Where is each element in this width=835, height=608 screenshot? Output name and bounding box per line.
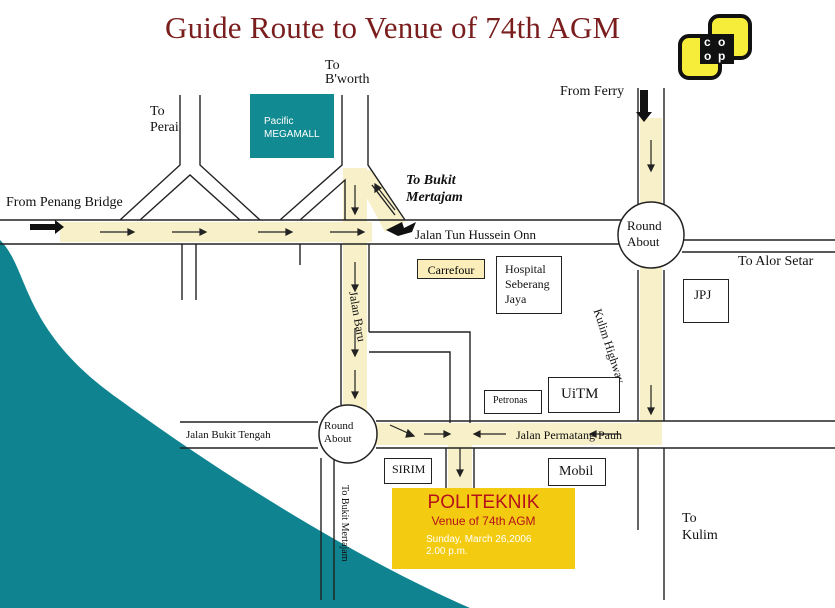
label-to-bukit-mertajam-south: To Bukit Mertajam (339, 485, 350, 562)
label-to-kulim-line2: Kulim (682, 528, 718, 543)
landmark-carrefour: Carrefour (417, 259, 485, 279)
sirim-label: SIRIM (392, 462, 426, 476)
landmark-jpj: JPJ (683, 279, 729, 323)
road-lines (0, 88, 835, 600)
landmark-pacific-megamall: Pacific MEGAMALL (250, 94, 334, 158)
label-roundabout-north-line2: About (627, 234, 660, 249)
label-from-penang-bridge: From Penang Bridge (6, 195, 123, 210)
coop-letter-o1: o (718, 35, 725, 49)
teal-curve-decoration (0, 240, 470, 608)
landmark-hospital: Hospital Seberang Jaya (496, 256, 562, 314)
highlighted-route (60, 118, 662, 488)
label-jalan-bukit-tengah: Jalan Bukit Tengah (186, 429, 271, 441)
coop-letter-o2: o (704, 49, 711, 63)
label-to-bukit-mertajam-line1: To Bukit (406, 173, 456, 188)
venue-date: Sunday, March 26,2006 (426, 534, 532, 545)
label-to-bukit-mertajam-line2: Mertajam (406, 190, 463, 205)
uitm-label: UiTM (561, 386, 599, 402)
pacific-line2: MEGAMALL (264, 128, 320, 140)
entry-arrows (30, 90, 652, 236)
label-to-bworth-line2: B'worth (325, 72, 370, 87)
landmark-sirim: SIRIM (384, 458, 432, 484)
label-to-kulim-line1: To (682, 511, 697, 526)
venue-time: 2.00 p.m. (426, 546, 468, 557)
page-title: Guide Route to Venue of 74th AGM (165, 10, 621, 45)
landmark-petronas: Petronas (484, 390, 542, 414)
hospital-line1: Hospital (505, 262, 546, 276)
coop-logo-icon: c o o p (678, 14, 752, 80)
label-jalan-permatang-pauh: Jalan Permatang Pauh (516, 428, 622, 442)
label-roundabout-north-line1: Round (627, 218, 662, 233)
pacific-line1: Pacific (264, 116, 294, 127)
label-roundabout-south-line2: About (324, 433, 352, 445)
label-from-ferry: From Ferry (560, 84, 625, 99)
label-to-perai-line1: To (150, 104, 165, 119)
petronas-label: Petronas (493, 395, 528, 406)
label-jalan-tun-hussein-onn: Jalan Tun Hussein Onn (415, 227, 536, 242)
hospital-line2: Seberang (505, 277, 550, 291)
hospital-line3: Jaya (505, 292, 527, 306)
route-arrows (100, 140, 655, 478)
label-to-perai-line2: Perai (150, 120, 179, 135)
roundabout-north (617, 201, 685, 269)
label-to-alor-setar: To Alor Setar (738, 254, 814, 269)
label-roundabout-south-line1: Round (324, 420, 354, 432)
venue-name: POLITEKNIK (427, 492, 540, 513)
label-to-bworth-line1: To (325, 58, 340, 73)
landmark-uitm: UiTM (548, 377, 620, 413)
coop-letter-c: c (704, 35, 711, 49)
mobil-label: Mobil (559, 464, 594, 479)
landmark-mobil: Mobil (548, 458, 606, 486)
venue-subtitle: Venue of 74th AGM (431, 514, 536, 528)
jpj-label: JPJ (694, 287, 712, 302)
coop-letter-p: p (718, 49, 725, 63)
roundabout-south (318, 404, 378, 464)
venue-box-politeknik: POLITEKNIK Venue of 74th AGM Sunday, Mar… (392, 488, 575, 569)
